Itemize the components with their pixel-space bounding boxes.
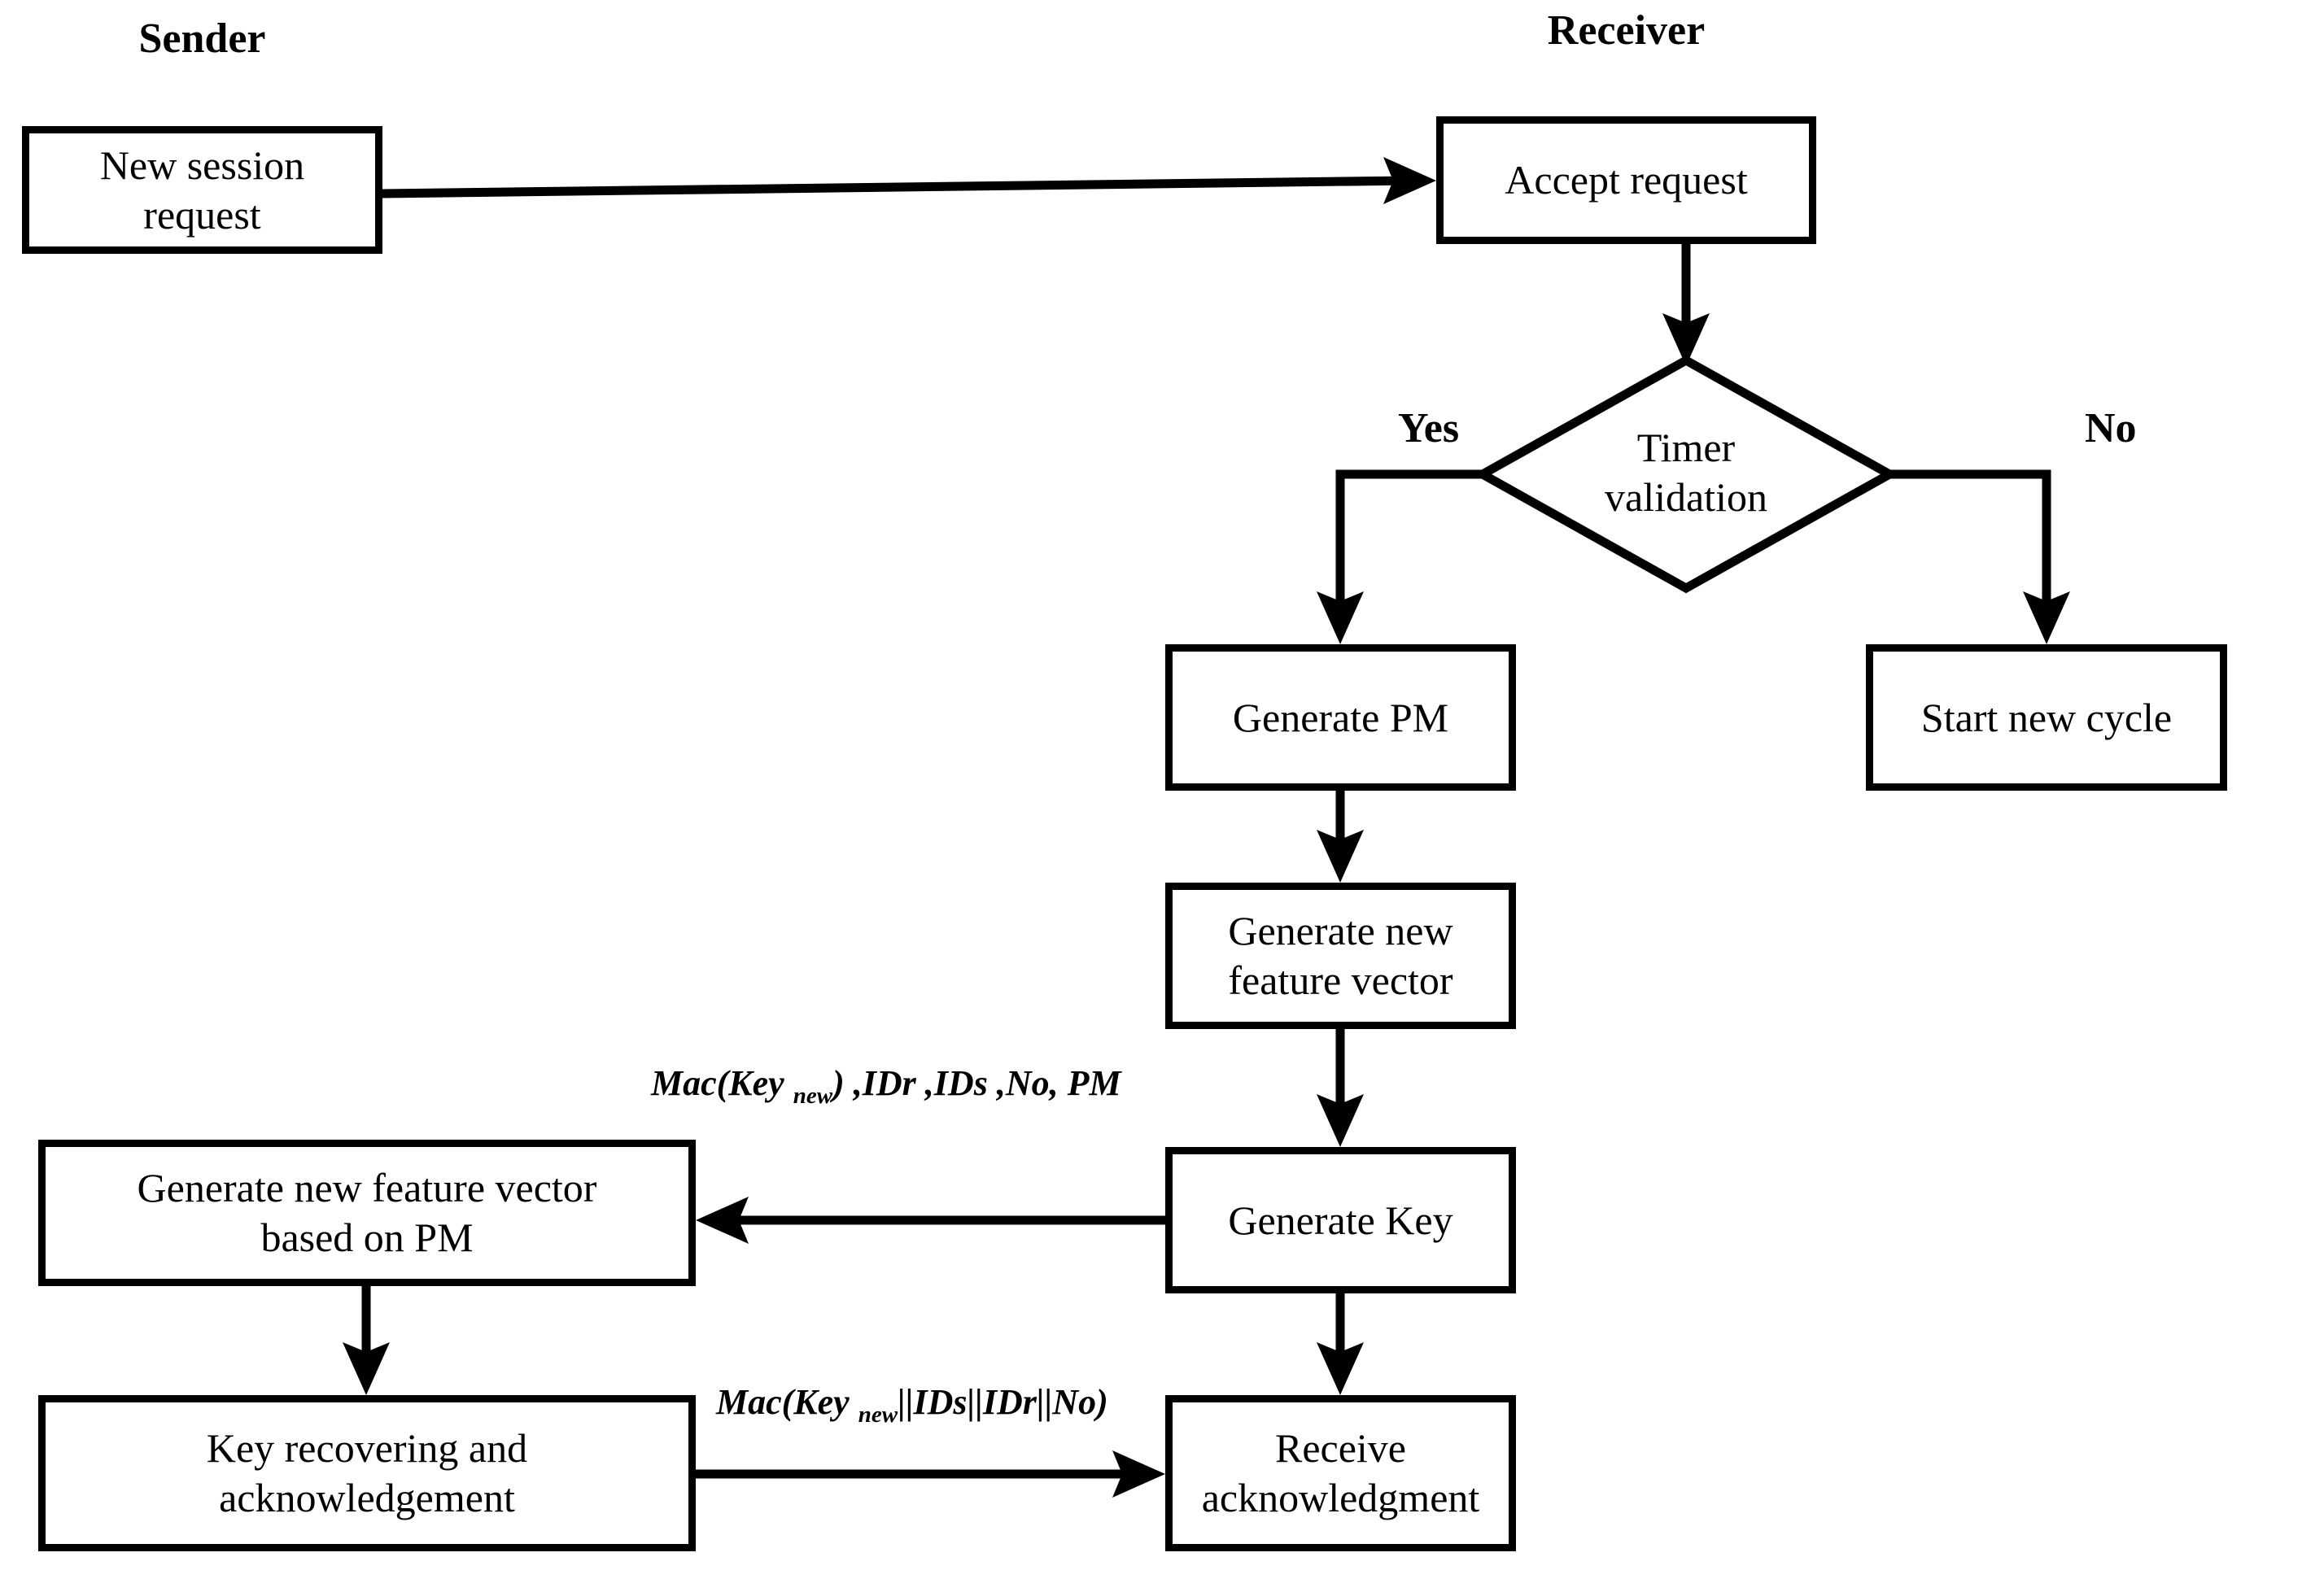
node-generate-pm[interactable]: Generate PM — [1165, 644, 1516, 791]
node-receive-acknowledgment[interactable]: Receive acknowledgment — [1165, 1395, 1516, 1551]
branch-label-no: No — [2085, 405, 2137, 451]
lane-title-sender: Sender — [138, 15, 266, 62]
node-generate-new-feature-vector-based-on-pm[interactable]: Generate new feature vector based on PM — [38, 1140, 696, 1286]
node-accept-request[interactable]: Accept request — [1436, 116, 1816, 244]
edge-key-to-left-feature-vector — [696, 1197, 1165, 1244]
edge-left-feature-to-key-recovering — [343, 1286, 390, 1395]
edge-label-mac-ack-prefix: Mac(Key — [716, 1382, 858, 1422]
lane-title-receiver: Receiver — [1547, 7, 1706, 54]
edge-session-to-accept — [382, 157, 1436, 204]
branch-label-yes: Yes — [1398, 405, 1460, 451]
node-generate-key[interactable]: Generate Key — [1165, 1147, 1516, 1293]
edge-label-mac-ack-suffix: ||IDs||IDr||No) — [898, 1382, 1108, 1422]
node-generate-new-feature-vector[interactable]: Generate new feature vector — [1165, 883, 1516, 1029]
edge-key-to-receive-ack — [1317, 1293, 1364, 1395]
edge-no-to-start-new-cycle — [1889, 469, 2070, 644]
edge-label-mac-ack-subscript: new — [858, 1401, 898, 1428]
edge-label-mac-suffix: ) ,IDr ,IDs ,No, PM — [832, 1063, 1121, 1103]
decision-label-timer-validation: Timer validation — [1605, 425, 1767, 520]
edge-pm-to-feature-vector — [1317, 791, 1364, 883]
edge-accept-to-timer — [1662, 244, 1710, 366]
node-new-session-request[interactable]: New session request — [22, 126, 382, 254]
edge-label-mac-prefix: Mac(Key — [651, 1063, 793, 1103]
decision-diamond — [1473, 355, 1899, 594]
edge-key-recovering-to-receive-ack — [696, 1450, 1165, 1498]
node-key-recovering-and-acknowledgement[interactable]: Key recovering and acknowledgement — [38, 1395, 696, 1551]
edge-label-mac-subscript: new — [793, 1082, 833, 1109]
node-start-new-cycle[interactable]: Start new cycle — [1866, 644, 2227, 791]
edge-yes-to-generate-pm — [1317, 469, 1483, 644]
edge-feature-vector-to-key — [1317, 1029, 1364, 1147]
edge-label-mac-acknowledgement: Mac(Key new||IDs||IDr||No) — [716, 1381, 1108, 1428]
edge-label-mac-key-new-main: Mac(Key new) ,IDr ,IDs ,No, PM — [651, 1062, 1121, 1110]
